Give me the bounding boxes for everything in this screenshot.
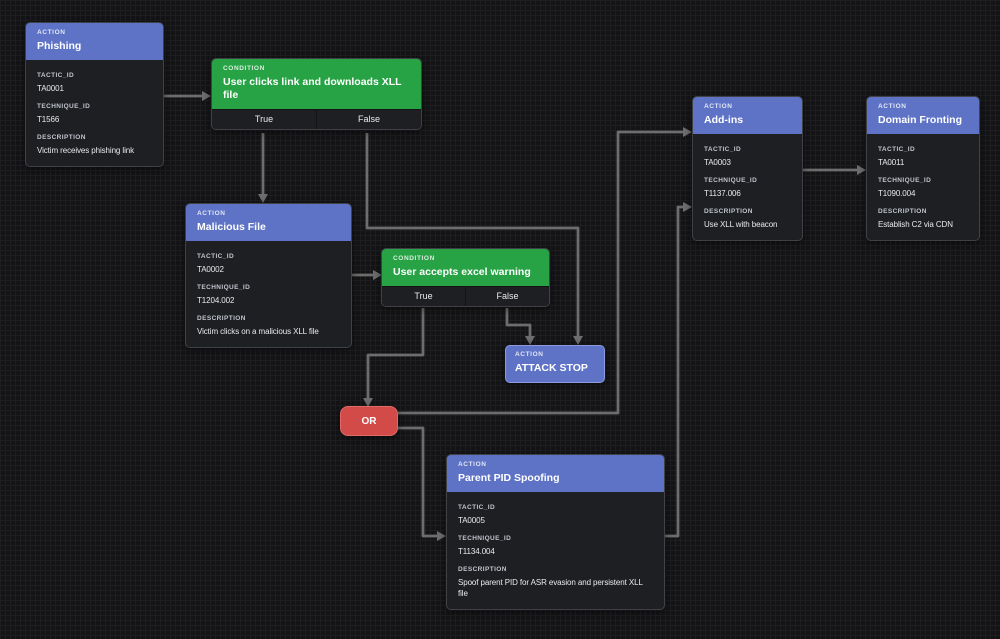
field-value: T1090.004 [878, 189, 916, 198]
field-technique-id: TECHNIQUE_ID T1204.002 [197, 284, 340, 306]
field-label: TECHNIQUE_ID [458, 535, 512, 542]
field-value: TA0002 [197, 265, 224, 274]
node-condition-download-header: CONDITION User clicks link and downloads… [212, 59, 421, 109]
node-parent-pid-body: TACTIC_ID TA0005 TECHNIQUE_ID T1134.004 … [447, 492, 664, 609]
field-tactic-id: TACTIC_ID TA0003 [704, 146, 791, 168]
field-technique-id: TECHNIQUE_ID T1090.004 [878, 177, 968, 199]
field-label: TACTIC_ID [458, 504, 496, 511]
branch-row: True False [212, 109, 421, 129]
field-value: TA0003 [704, 158, 731, 167]
node-domain-fronting[interactable]: ACTION Domain Fronting TACTIC_ID TA0011 … [866, 96, 980, 241]
node-title: Parent PID Spoofing [458, 472, 560, 484]
node-phishing[interactable]: ACTION Phishing TACTIC_ID TA0001 TECHNIQ… [25, 22, 164, 167]
node-title: User clicks link and downloads XLL file [223, 76, 402, 101]
field-label: TECHNIQUE_ID [197, 284, 251, 291]
node-or-gate[interactable]: OR [340, 406, 398, 436]
field-description: DESCRIPTION Victim receives phishing lin… [37, 134, 152, 156]
node-title: Add-ins [704, 114, 744, 126]
field-value: Use XLL with beacon [704, 220, 778, 229]
node-domain-fronting-header: ACTION Domain Fronting [867, 97, 979, 134]
node-condition-warning-header: CONDITION User accepts excel warning [382, 249, 549, 286]
field-value: TA0001 [37, 84, 64, 93]
false-branch[interactable]: False [465, 287, 549, 306]
edge-or_gate-to-addins [398, 127, 692, 415]
node-condition-warning[interactable]: CONDITION User accepts excel warning Tru… [381, 248, 550, 307]
edge-or_gate-to-parent_pid [398, 426, 446, 541]
node-kind-label: ACTION [458, 461, 487, 468]
node-phishing-body: TACTIC_ID TA0001 TECHNIQUE_ID T1566 DESC… [26, 60, 163, 166]
field-description: DESCRIPTION Spoof parent PID for ASR eva… [458, 566, 653, 599]
field-label: DESCRIPTION [458, 566, 507, 573]
node-domain-fronting-body: TACTIC_ID TA0011 TECHNIQUE_ID T1090.004 … [867, 134, 979, 240]
field-label: TACTIC_ID [197, 253, 235, 260]
edge-parent_pid-to-addins [664, 202, 692, 538]
node-kind-label: ACTION [878, 103, 907, 110]
node-title: Malicious File [197, 221, 266, 233]
field-value: T1134.004 [458, 547, 495, 556]
field-label: TACTIC_ID [37, 72, 75, 79]
branch-row: True False [382, 286, 549, 306]
edge-condition_warning-to-or_gate [363, 308, 425, 407]
field-value: TA0005 [458, 516, 485, 525]
edge-condition_warning-to-attack_stop [505, 308, 535, 345]
node-kind-label: ACTION [37, 29, 66, 36]
field-description: DESCRIPTION Establish C2 via CDN [878, 208, 968, 230]
node-title: Domain Fronting [878, 114, 962, 126]
node-phishing-header: ACTION Phishing [26, 23, 163, 60]
field-value: T1566 [37, 115, 60, 124]
edge-condition_download-to-attack_stop [365, 133, 583, 345]
field-technique-id: TECHNIQUE_ID T1566 [37, 103, 152, 125]
field-tactic-id: TACTIC_ID TA0001 [37, 72, 152, 94]
field-value: Victim receives phishing link [37, 146, 134, 155]
field-label: DESCRIPTION [197, 315, 246, 322]
node-kind-label: ACTION [704, 103, 733, 110]
node-kind-label: ACTION [197, 210, 226, 217]
field-label: TACTIC_ID [878, 146, 916, 153]
node-addins[interactable]: ACTION Add-ins TACTIC_ID TA0003 TECHNIQU… [692, 96, 803, 241]
node-attack-stop[interactable]: ACTION ATTACK STOP [505, 345, 605, 383]
field-value: Establish C2 via CDN [878, 220, 953, 229]
field-value: T1137.006 [704, 189, 741, 198]
node-addins-header: ACTION Add-ins [693, 97, 802, 134]
field-label: DESCRIPTION [704, 208, 753, 215]
field-technique-id: TECHNIQUE_ID T1137.006 [704, 177, 791, 199]
field-description: DESCRIPTION Use XLL with beacon [704, 208, 791, 230]
node-kind-label: ACTION [515, 351, 544, 358]
field-tactic-id: TACTIC_ID TA0002 [197, 253, 340, 275]
true-branch[interactable]: True [254, 114, 274, 124]
field-tactic-id: TACTIC_ID TA0011 [878, 146, 968, 168]
false-branch[interactable]: False [316, 110, 421, 129]
field-value: Victim clicks on a malicious XLL file [197, 327, 319, 336]
field-label: TACTIC_ID [704, 146, 742, 153]
field-value: Spoof parent PID for ASR evasion and per… [458, 578, 643, 598]
node-kind-label: CONDITION [393, 255, 435, 262]
true-branch[interactable]: True [414, 291, 433, 301]
field-label: TECHNIQUE_ID [37, 103, 91, 110]
node-parent-pid[interactable]: ACTION Parent PID Spoofing TACTIC_ID TA0… [446, 454, 665, 610]
node-kind-label: CONDITION [223, 65, 265, 72]
field-label: DESCRIPTION [37, 134, 86, 141]
node-malicious-file-body: TACTIC_ID TA0002 TECHNIQUE_ID T1204.002 … [186, 241, 351, 347]
node-parent-pid-header: ACTION Parent PID Spoofing [447, 455, 664, 492]
node-addins-body: TACTIC_ID TA0003 TECHNIQUE_ID T1137.006 … [693, 134, 802, 240]
field-label: TECHNIQUE_ID [878, 177, 932, 184]
field-technique-id: TECHNIQUE_ID T1134.004 [458, 535, 653, 557]
field-label: DESCRIPTION [878, 208, 927, 215]
field-value: TA0011 [878, 158, 905, 167]
node-condition-download[interactable]: CONDITION User clicks link and downloads… [211, 58, 422, 130]
node-malicious-file-header: ACTION Malicious File [186, 204, 351, 241]
field-value: T1204.002 [197, 296, 235, 305]
field-tactic-id: TACTIC_ID TA0005 [458, 504, 653, 526]
field-label: TECHNIQUE_ID [704, 177, 758, 184]
or-gate-label: OR [361, 415, 377, 427]
node-title: ATTACK STOP [515, 362, 588, 374]
node-malicious-file[interactable]: ACTION Malicious File TACTIC_ID TA0002 T… [185, 203, 352, 348]
node-title: User accepts excel warning [393, 266, 531, 278]
field-description: DESCRIPTION Victim clicks on a malicious… [197, 315, 340, 337]
node-title: Phishing [37, 40, 82, 52]
